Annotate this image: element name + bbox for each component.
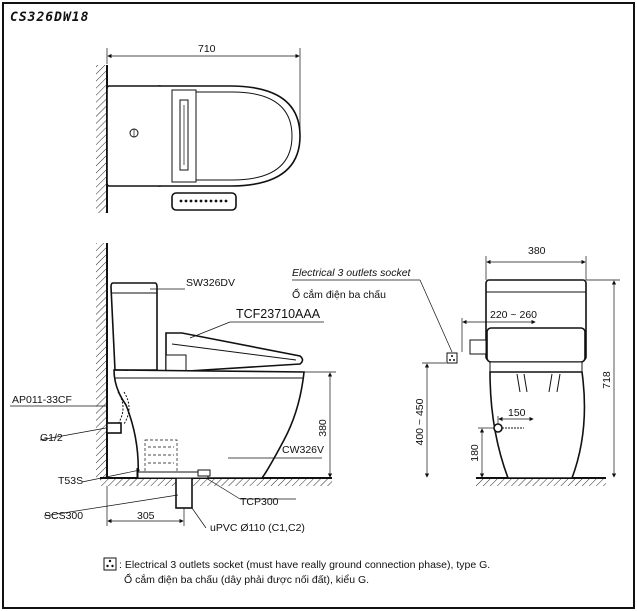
top-view: 710 [96,43,301,213]
dim-305: 305 [137,510,155,522]
dim-socket-offset: 220 ~ 260 [490,309,537,321]
top-tank [106,85,161,187]
side-tank [110,282,158,371]
model-title: CS326DW18 [10,10,89,25]
label-bolt: T53S [58,475,83,487]
label-tank: SW326DV [186,277,235,289]
dim-socket-height: 400 ~ 450 [414,398,426,445]
front-seat [486,327,586,363]
dim-718: 718 [601,371,613,389]
dim-380-front: 380 [528,245,546,257]
note-line-2: Ổ cắm điện ba chấu (dây phải được nối đấ… [124,573,369,586]
label-valve: AP011-33CF [12,394,72,406]
front-view: Electrical 3 outlets socket Ổ cắm điện b… [292,245,620,486]
label-bowl: CW326V [282,444,324,456]
label-flange: SCS300 [44,510,83,522]
label-seat: TCF23710AAA [236,307,321,321]
dim-150: 150 [508,407,526,419]
front-floor-hatch [476,478,606,486]
top-wall-hatch [96,65,107,213]
label-flange-plate: TCP300 [240,496,279,508]
dim-180: 180 [469,444,481,462]
angle-valve [106,422,122,434]
socket-label-en: Electrical 3 outlets socket [292,267,412,279]
remote-control [171,192,237,211]
dim-710: 710 [198,43,216,55]
dim-380-side: 380 [317,419,329,437]
front-inlet-valve [493,423,503,433]
label-pipe: uPVC Ø110 (C1,C2) [210,522,305,534]
side-bowl [113,369,305,479]
note: : Electrical 3 outlets socket (must have… [103,557,490,586]
side-view: SW326DV TCF23710AAA AP011-33CF G1/2 CW32… [10,243,336,534]
side-floor-hatch [100,478,332,486]
note-line-1: : Electrical 3 outlets socket (must have… [119,559,490,571]
front-bowl [489,371,586,479]
drain-pipe [175,477,193,509]
side-wall-hatch [96,243,107,480]
front-socket-icon [446,352,458,364]
socket-icon [103,557,117,571]
label-inlet: G1/2 [40,432,63,444]
socket-label-vi: Ổ cắm điện ba chấu [292,288,386,301]
